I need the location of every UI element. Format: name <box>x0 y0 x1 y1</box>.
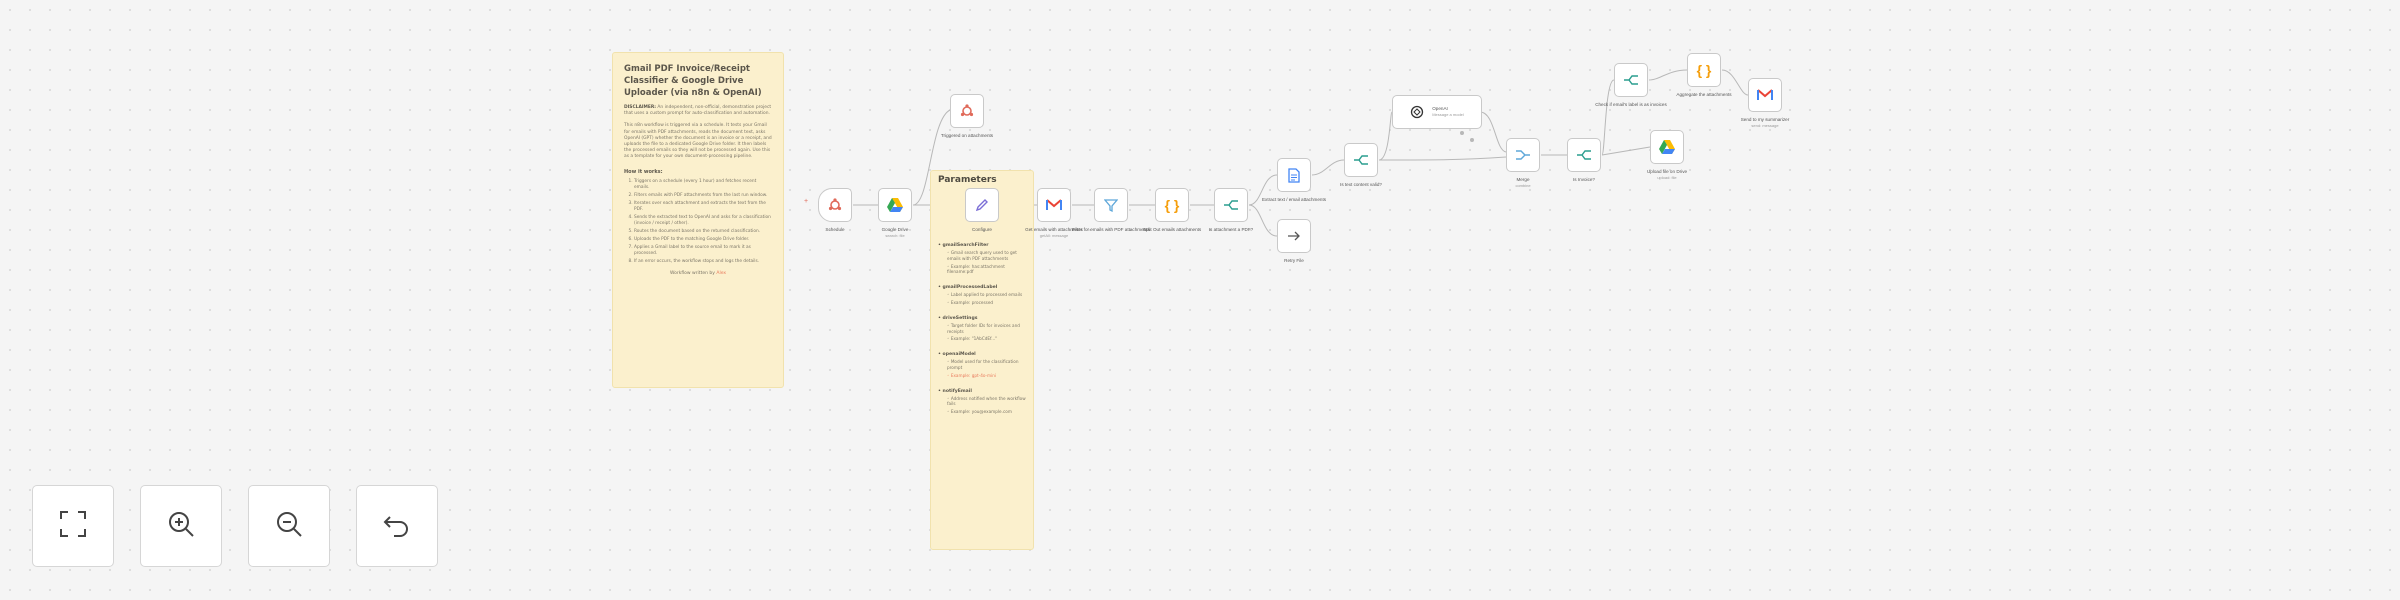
branch-icon <box>1623 73 1639 87</box>
node-openai[interactable]: OpenAI Message a model <box>1392 95 1482 129</box>
sticky-description: This n8n workflow is triggered via a sch… <box>624 123 772 160</box>
node-label: Get emails with attachments getAll: mess… <box>1025 227 1083 238</box>
google-drive-icon <box>1659 140 1675 154</box>
sticky-note-description[interactable]: Gmail PDF Invoice/Receipt Classifier & G… <box>612 52 784 388</box>
edge-if-upload <box>1601 146 1651 156</box>
node-google-drive-search[interactable] <box>878 188 912 222</box>
list-item: Sends the extracted text to OpenAI and a… <box>634 215 772 227</box>
node-upload-drive[interactable] <box>1650 130 1684 164</box>
schedule-trigger-icon <box>827 197 843 213</box>
undo-button[interactable] <box>356 485 438 567</box>
node-label: Extract text / email attachments <box>1261 197 1327 202</box>
node-retry[interactable] <box>1277 219 1311 253</box>
parameters-title: Parameters <box>938 175 997 185</box>
node-label: Send to my summarizer send: message <box>1740 117 1790 128</box>
node-trigger-attachments[interactable] <box>950 94 984 128</box>
list-item: If an error occurs, the workflow stops a… <box>634 259 772 265</box>
branch-icon <box>1576 148 1592 162</box>
node-label: Merge combine <box>1515 177 1531 188</box>
param-group: gmailSearchFilter Gmail search query use… <box>938 243 1026 275</box>
node-check-label[interactable] <box>1614 63 1648 97</box>
sticky-disclaimer: DISCLAIMER: An independent, non-official… <box>624 105 772 117</box>
node-gmail-send[interactable] <box>1748 78 1782 112</box>
merge-icon <box>1515 148 1531 162</box>
node-gmail-get[interactable] <box>1037 188 1071 222</box>
node-label: Check if email's label is as invoices <box>1595 102 1667 107</box>
node-extract-text[interactable] <box>1277 158 1311 192</box>
gmail-icon <box>1046 199 1062 211</box>
edge-valid-merge <box>1378 156 1507 161</box>
node-label: OpenAI <box>1432 106 1448 111</box>
sticky-steps: Triggers on a schedule (every 1 hour) an… <box>624 179 772 265</box>
param-group: driveSettings Target folder IDs for invo… <box>938 316 1026 342</box>
node-label: Retry File <box>1284 258 1304 263</box>
list-item: Applies a Gmail label to the source emai… <box>634 245 772 257</box>
gmail-icon <box>1757 89 1773 101</box>
edge-if-check <box>1601 79 1615 156</box>
node-aggregate[interactable]: { } <box>1687 53 1721 87</box>
zoom-in-button[interactable] <box>140 485 222 567</box>
node-label: Is text content valid? <box>1340 182 1382 187</box>
node-filter-pdf[interactable] <box>1094 188 1128 222</box>
edge-extract-valid <box>1311 159 1345 176</box>
google-drive-icon <box>887 198 903 212</box>
edge-openai-merge <box>1479 111 1507 153</box>
node-configure[interactable] <box>965 188 999 222</box>
zoom-in-icon <box>166 509 196 544</box>
sticky-title: Gmail PDF Invoice/Receipt Classifier & G… <box>624 64 762 98</box>
node-label: Is Invoice? <box>1573 177 1595 182</box>
add-trigger-icon[interactable]: + <box>804 198 809 205</box>
node-label: Filter for emails with PDF attachments <box>1072 227 1150 232</box>
node-label: Schedule <box>825 227 845 232</box>
edge-check-aggregate <box>1648 69 1688 81</box>
list-item: Triggers on a schedule (every 1 hour) an… <box>634 179 772 191</box>
param-group: gmailProcessedLabel Label applied to pro… <box>938 285 1026 306</box>
list-item: Routes the document based on the returne… <box>634 229 772 235</box>
param-group: openaiModel Model used for the classific… <box>938 352 1026 378</box>
zoom-out-button[interactable] <box>248 485 330 567</box>
fit-view-icon <box>58 509 88 544</box>
param-group: notifyEmail Address notified when the wo… <box>938 389 1026 415</box>
node-merge[interactable] <box>1506 138 1540 172</box>
node-if-valid[interactable] <box>1344 143 1378 177</box>
sticky-footer: Workflow written by Alex <box>669 270 727 276</box>
node-if-invoice[interactable] <box>1567 138 1601 172</box>
node-label: Aggregate the attachments <box>1676 92 1732 97</box>
list-item: Filters emails with PDF attachments from… <box>634 193 772 199</box>
node-schedule[interactable] <box>818 188 852 222</box>
list-item: Uploads the PDF to the matching Google D… <box>634 237 772 243</box>
zoom-out-icon <box>274 509 304 544</box>
node-label: Google Drive search: file <box>881 227 909 238</box>
list-item: Iterates over each attachment and extrac… <box>634 201 772 213</box>
branch-icon <box>1223 198 1239 212</box>
node-label: Upload file on Drive upload: file <box>1646 169 1688 180</box>
node-label: Triggered on attachments <box>940 133 994 138</box>
node-split-attachments[interactable]: { } <box>1155 188 1189 222</box>
fit-view-button[interactable] <box>32 485 114 567</box>
filter-icon <box>1104 198 1118 212</box>
workflow-trigger-icon <box>959 103 975 119</box>
openai-icon <box>1410 105 1424 119</box>
code-braces-icon: { } <box>1164 197 1180 213</box>
sticky-how-title: How it works: <box>624 168 663 175</box>
arrow-right-icon <box>1287 230 1301 242</box>
node-label: Split Out emails attachments <box>1142 227 1202 232</box>
node-label: Configure <box>972 227 992 232</box>
undo-icon <box>382 509 412 544</box>
author-link[interactable]: Alex <box>716 270 727 276</box>
document-icon <box>1288 167 1300 183</box>
branch-icon <box>1353 153 1369 167</box>
sticky-note-parameters[interactable]: Parameters gmailSearchFilter Gmail searc… <box>930 170 1034 550</box>
pencil-icon <box>975 198 989 212</box>
code-braces-icon: { } <box>1696 62 1712 78</box>
node-label: Is attachment a PDF? <box>1208 227 1254 232</box>
node-if-pdf[interactable] <box>1214 188 1248 222</box>
edge-valid-openai <box>1378 111 1393 161</box>
